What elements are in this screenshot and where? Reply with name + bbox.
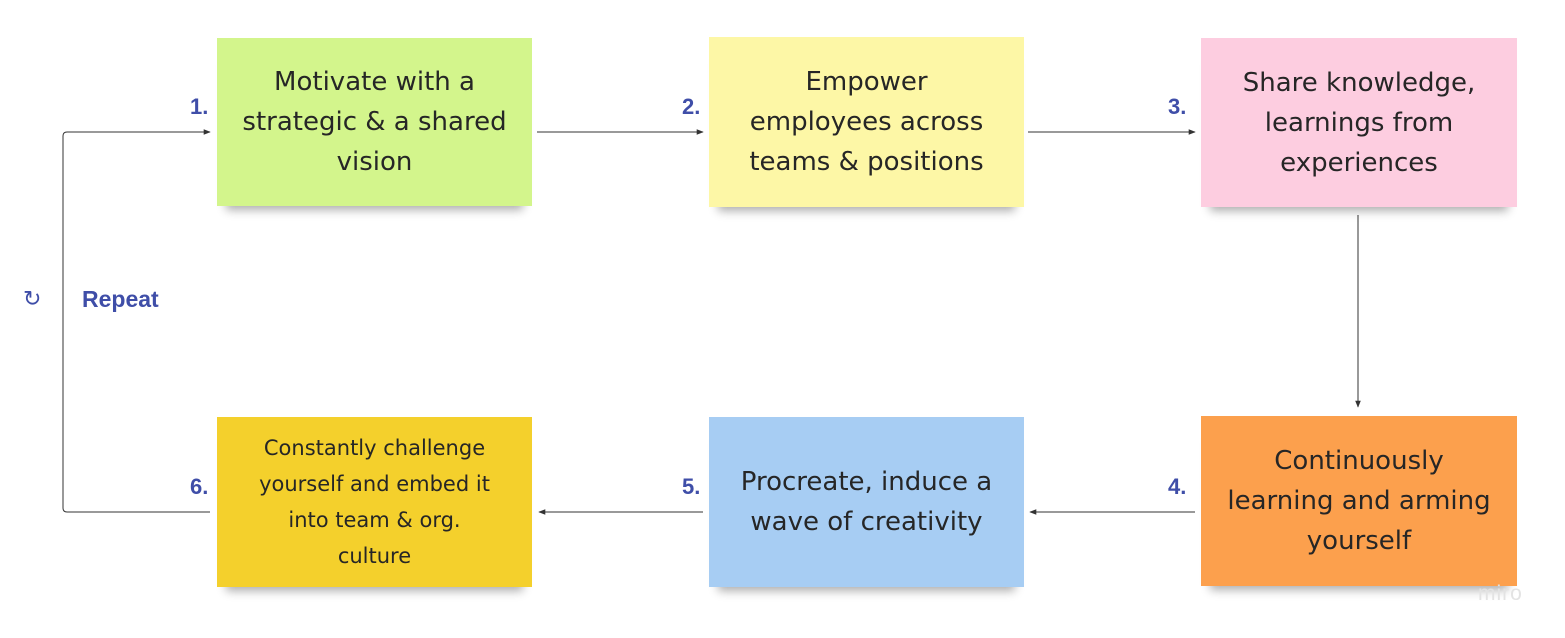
step-number-1: 1.: [190, 94, 209, 119]
sticky-note-text: Empower employees across teams & positions: [749, 62, 983, 182]
sticky-note-line: Continuously: [1274, 446, 1444, 476]
sticky-note-text: Share knowledge, learnings from experience…: [1243, 63, 1476, 183]
sticky-note-line: wave of creativity: [750, 507, 983, 537]
sticky-note-text: Procreate, induce a wave of creativity: [741, 462, 992, 542]
repeat-label: Repeat: [82, 286, 159, 312]
sticky-note-step-3[interactable]: Share knowledge, learnings from experience…: [1201, 38, 1517, 207]
sticky-note-line: culture: [337, 544, 412, 568]
connector-repeat-loop: [62, 129, 211, 513]
step-number-2: 2.: [682, 94, 701, 119]
sticky-note-line: experiences: [1280, 147, 1438, 178]
sticky-note-line: Share knowledge,: [1242, 67, 1476, 98]
sticky-note-line: learnings from: [1264, 107, 1454, 138]
sticky-note-line: teams & positions: [749, 147, 984, 177]
step-number-4: 4.: [1168, 474, 1187, 499]
sticky-note-line: Constantly challenge: [263, 436, 486, 460]
sticky-note-line: into team & org.: [288, 508, 461, 532]
sticky-note-line: Procreate, induce a: [740, 467, 993, 497]
sticky-note-line: learning and arming: [1227, 486, 1491, 516]
sticky-note-step-1[interactable]: Motivate with a strategic & a shared visio…: [217, 38, 532, 206]
sticky-note-text: Motivate with a strategic & a shared visio…: [242, 62, 506, 182]
sticky-note-step-5[interactable]: Procreate, induce a wave of creativity: [709, 417, 1024, 587]
sticky-note-text: Constantly challenge yourself and embed i…: [259, 430, 490, 574]
step-number-6: 6.: [190, 474, 209, 499]
miro-watermark: miro: [1478, 582, 1523, 605]
sticky-note-line: Motivate with a: [274, 67, 475, 97]
sticky-note-step-4[interactable]: Continuously learning and arming yourself: [1201, 416, 1517, 586]
step-number-5: 5.: [682, 474, 701, 499]
sticky-note-text: Continuously learning and arming yourself: [1227, 441, 1490, 561]
sticky-note-line: Empower: [805, 67, 928, 97]
step-number-3: 3.: [1168, 94, 1187, 119]
sticky-note-line: yourself and embed it: [259, 472, 490, 496]
sticky-note-line: employees across: [749, 107, 984, 137]
sticky-note-step-6[interactable]: Constantly challenge yourself and embed i…: [217, 417, 532, 587]
sticky-note-line: vision: [336, 147, 413, 177]
sticky-note-line: yourself: [1306, 526, 1412, 556]
sticky-note-line: strategic & a shared: [242, 107, 507, 137]
refresh-icon: ↻: [23, 287, 42, 312]
sticky-note-step-2[interactable]: Empower employees across teams & positions: [709, 37, 1024, 207]
